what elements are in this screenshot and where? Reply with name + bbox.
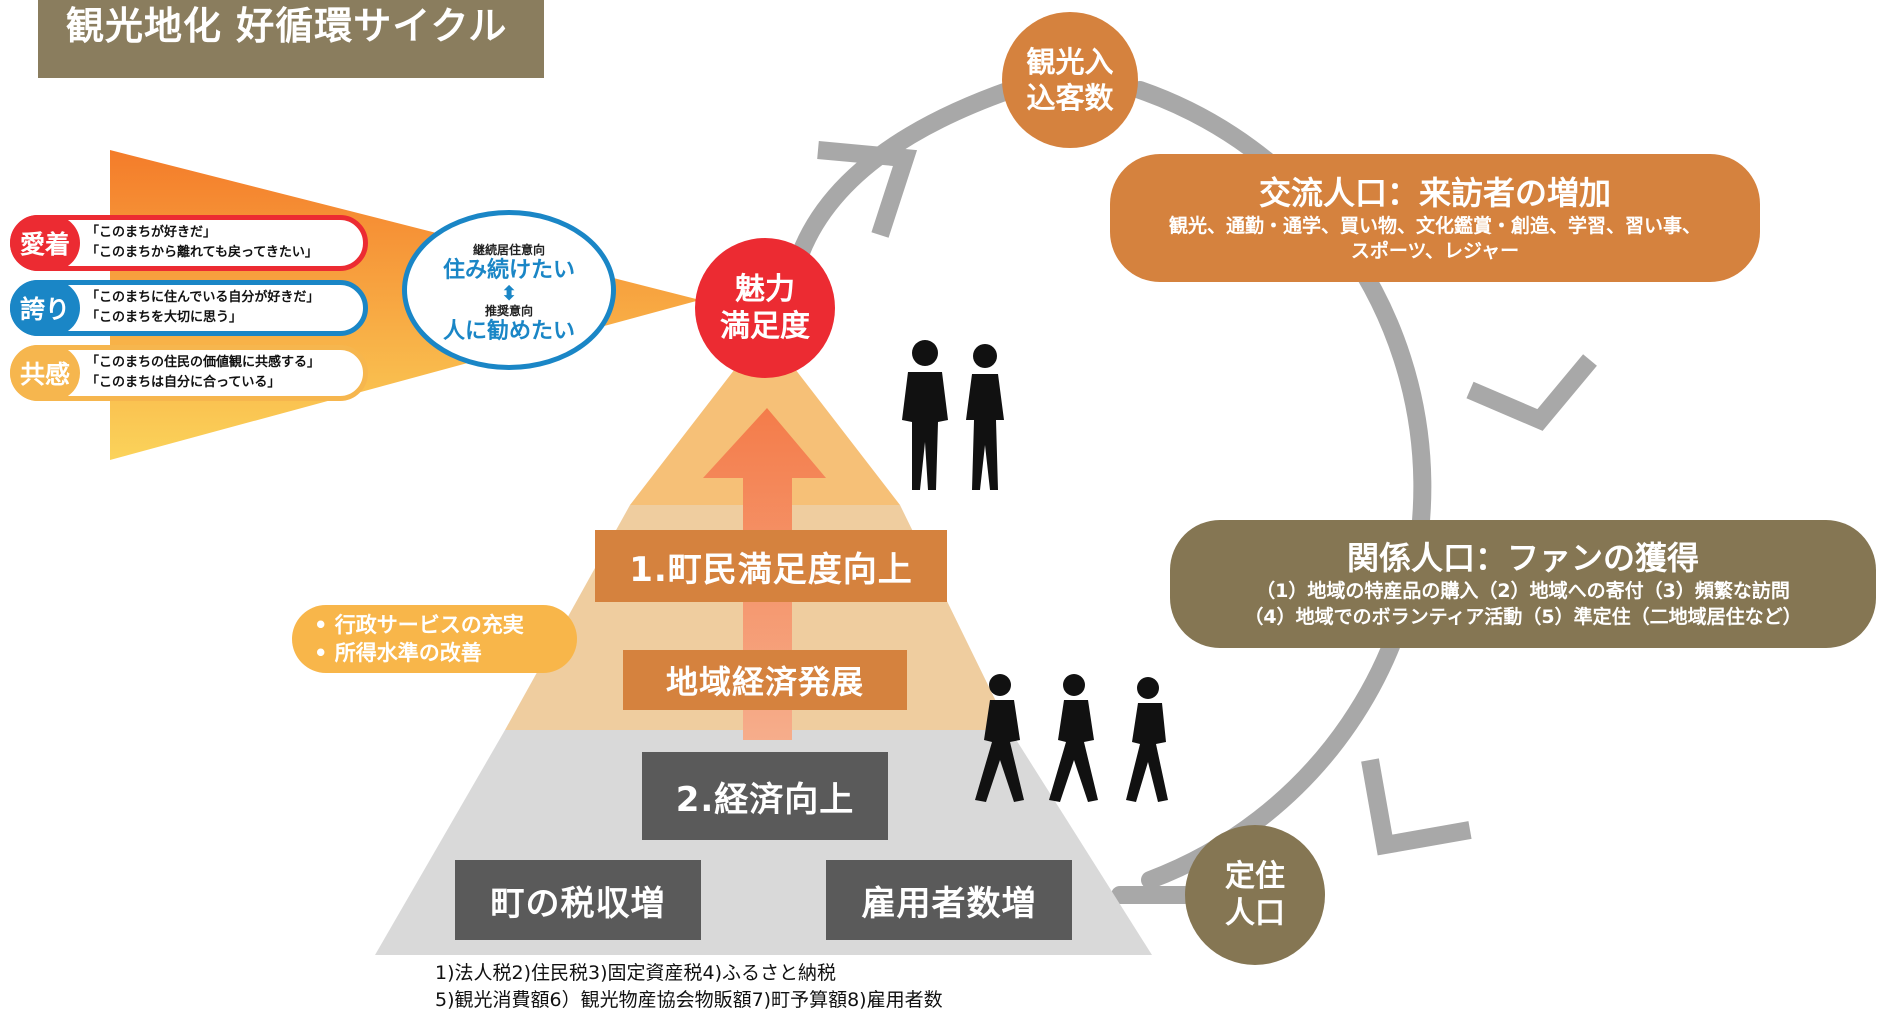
intent-recommend-label: 推奨意向	[484, 304, 533, 319]
pyramid-regional-label: 地域経済発展	[623, 650, 907, 710]
admin-bullet-text: 行政サービスの充実	[334, 613, 524, 637]
node-appeal-satisfaction: 魅力 満足度	[695, 238, 835, 378]
node-tourist-count-line2: 込客数	[1026, 81, 1114, 115]
relation-population-line1: （1）地域の特産品の購入（2）地域への寄付（3）頻繁な訪問	[1256, 580, 1790, 603]
footnote-line1: 1)法人税2)住民税3)固定資産税4)ふるさと納税	[435, 962, 837, 984]
feeling-pride-pill: 誇り 「このまちに住んでいる自分が好きだ」 「このまちを大切に思う」	[10, 280, 368, 336]
node-tourist-count-line1: 観光入	[1026, 44, 1114, 79]
exchange-population-line2: スポーツ、レジャー	[1350, 239, 1520, 262]
feeling-empathy-line2: 「このまちは自分に合っている」	[86, 375, 281, 390]
admin-bullet-text: 所得水準の改善	[334, 641, 482, 666]
pyramid-satisfaction-label: 1.町民満足度向上	[595, 530, 947, 602]
intent-recommend-main: 人に勧めたい	[442, 319, 575, 345]
feeling-attachment-line2: 「このまちから離れても戻ってきたい」	[86, 245, 318, 260]
exchange-population-heading: 交流人口：来訪者の増加	[1258, 173, 1611, 212]
intent-continue-main: 住み続けたい	[442, 258, 575, 283]
feeling-pride-line2: 「このまちを大切に思う」	[86, 310, 243, 325]
node-tourist-count: 観光入 込客数	[1002, 12, 1138, 148]
node-settled-population: 定住 人口	[1185, 825, 1325, 965]
node-settled-population-line2: 人口	[1225, 896, 1285, 931]
pyramid-economy-label: 2.経済向上	[642, 752, 888, 840]
footnote-line2: 5)観光消費額6）観光物産協会物販額7)町予算額8)雇用者数	[435, 988, 943, 1011]
admin-bullets-box: • 行政サービスの充実 • 所得水準の改善	[292, 605, 577, 673]
relation-population-heading: 関係人口：ファンの獲得	[1346, 538, 1699, 577]
footnotes: 1)法人税2)住民税3)固定資産税4)ふるさと納税 5)観光消費額6）観光物産協…	[435, 960, 943, 1013]
people-walking-silhouette	[975, 674, 1168, 802]
feeling-pride-key: 誇り	[10, 280, 80, 336]
feeling-empathy-line1: 「このまちの住民の価値観に共感する」	[86, 354, 321, 370]
intent-ellipse: 継続居住意向 住み続けたい ⬍ 推奨意向 人に勧めたい	[402, 210, 616, 370]
pyramid-tax-label: 町の税収増	[455, 860, 701, 940]
arrowhead-right	[1466, 354, 1597, 431]
admin-bullet-item: • 所得水準の改善	[314, 641, 482, 666]
node-appeal-line2: 満足度	[720, 309, 810, 344]
feeling-attachment-pill: 愛着 「このまちが好きだ」 「このまちから離れても戻ってきたい」	[10, 215, 368, 271]
pyramid-employment-label: 雇用者数増	[826, 860, 1072, 940]
people-couple-silhouette	[902, 340, 1004, 490]
feeling-empathy-key: 共感	[10, 345, 80, 401]
node-appeal-line1: 魅力	[735, 271, 795, 307]
exchange-population-line1: 観光、通勤・通学、買い物、文化鑑賞・創造、学習、習い事、	[1168, 215, 1701, 238]
feeling-pride-line1: 「このまちに住んでいる自分が好きだ」	[86, 289, 320, 305]
feeling-attachment-line1: 「このまちが好きだ」	[86, 224, 217, 240]
relation-population-line2: （4）地域でのボランティア活動（5）準定住（二地域居住など）	[1244, 605, 1802, 628]
relation-population-bubble: 関係人口：ファンの獲得 （1）地域の特産品の購入（2）地域への寄付（3）頻繁な訪…	[1170, 520, 1876, 648]
exchange-population-bubble: 交流人口：来訪者の増加 観光、通勤・通学、買い物、文化鑑賞・創造、学習、習い事、…	[1110, 154, 1760, 282]
arrowhead-lower-right	[1361, 758, 1472, 856]
admin-bullet-item: • 行政サービスの充実	[314, 613, 524, 637]
intent-continue-label: 継続居住意向	[472, 243, 545, 257]
node-settled-population-line1: 定住	[1225, 858, 1285, 894]
diagram-title: 観光地化 好循環サイクル	[38, 0, 544, 78]
feeling-attachment-key: 愛着	[10, 215, 80, 271]
arrowhead-upper-left	[817, 141, 918, 238]
feeling-empathy-pill: 共感 「このまちの住民の価値観に共感する」 「このまちは自分に合っている」	[10, 345, 368, 401]
double-arrow-icon: ⬍	[500, 281, 518, 306]
